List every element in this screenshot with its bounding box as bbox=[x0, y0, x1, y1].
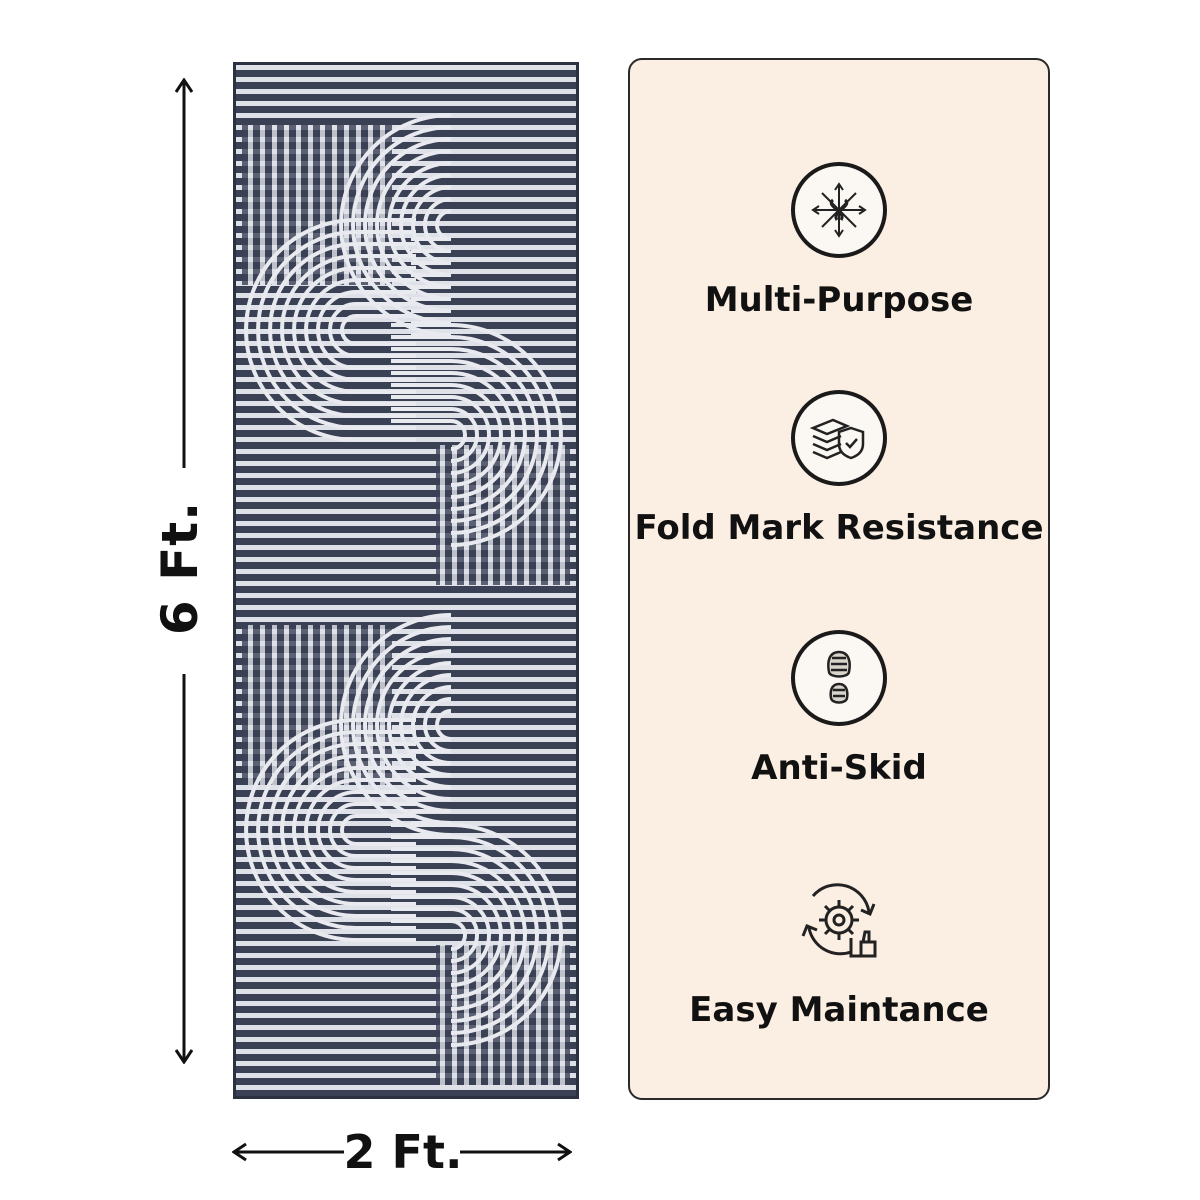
rug-arc-line bbox=[411, 209, 452, 241]
rug-arc-line bbox=[375, 649, 452, 801]
rug-arc-line bbox=[280, 254, 416, 406]
rug-arc-line bbox=[391, 419, 467, 451]
rug-arc-line bbox=[391, 835, 551, 1035]
rug-arc-line bbox=[411, 697, 452, 753]
rug-arc-line bbox=[363, 137, 452, 313]
height-arrow-bottom bbox=[174, 674, 194, 1064]
feature-label: Multi-Purpose bbox=[704, 280, 974, 320]
rug-arc-line bbox=[399, 673, 452, 777]
rug-arc-line bbox=[391, 359, 527, 511]
rug-arc-line bbox=[391, 871, 515, 999]
rug-product-image bbox=[233, 62, 579, 1099]
rug-arc-line bbox=[391, 907, 479, 963]
rug-arc-line bbox=[411, 197, 452, 253]
feature-easy-maintance: Easy Maintance bbox=[630, 872, 1048, 1030]
rug-arc-line bbox=[391, 407, 479, 463]
rug-arc-line bbox=[399, 173, 452, 277]
feature-label: Fold Mark Resistance bbox=[634, 508, 1044, 548]
rug-arc-line bbox=[387, 161, 452, 289]
rug-arc-line bbox=[363, 637, 452, 813]
rug-arc-line bbox=[292, 766, 416, 894]
rug-arc-line bbox=[244, 218, 416, 442]
height-dimension-label: 6 Ft. bbox=[151, 500, 209, 636]
rug-arc-line bbox=[387, 661, 452, 789]
rug-arc-line bbox=[391, 895, 491, 975]
feature-multi-purpose: Multi-Purpose bbox=[630, 162, 1048, 320]
rug-arc-line bbox=[304, 278, 416, 382]
rug-arc-line bbox=[256, 730, 416, 930]
rug-arc-line bbox=[268, 742, 416, 918]
rug-arc-line bbox=[340, 314, 416, 346]
feature-label: Easy Maintance bbox=[689, 990, 989, 1030]
rug-arc-line bbox=[328, 302, 416, 358]
rug-arc-line bbox=[411, 185, 452, 265]
rug-arc-line bbox=[391, 335, 551, 535]
rug-arc-line bbox=[256, 230, 416, 430]
rug-arc-line bbox=[411, 685, 452, 765]
feature-fold-mark-resistance: Fold Mark Resistance bbox=[630, 390, 1048, 548]
rug-arc-line bbox=[244, 718, 416, 942]
rug-arc-line bbox=[391, 823, 563, 1047]
rug-arc-line bbox=[328, 802, 416, 858]
rug-arc-line bbox=[391, 859, 527, 1011]
rug-arc-line bbox=[391, 883, 503, 987]
rug-arc-line bbox=[316, 790, 416, 870]
rug-arc-line bbox=[391, 383, 503, 487]
rug-arc-line bbox=[391, 919, 467, 951]
rug-arc-line bbox=[411, 709, 452, 741]
rug-arc-line bbox=[304, 778, 416, 882]
shoe-sole-icon bbox=[791, 630, 887, 726]
rug-arc-line bbox=[391, 347, 539, 523]
rug-arc-line bbox=[316, 290, 416, 370]
width-arrow-right bbox=[460, 1142, 572, 1162]
multi-purpose-arrows-icon bbox=[791, 162, 887, 258]
rug-arc-line bbox=[391, 371, 515, 499]
width-dimension-label: 2 Ft. bbox=[343, 1125, 463, 1179]
layers-shield-icon bbox=[791, 390, 887, 486]
height-arrow-top bbox=[174, 78, 194, 468]
rug-arc-line bbox=[268, 242, 416, 418]
rug-arc-line bbox=[391, 395, 491, 475]
features-panel: Multi-Purpose Fold Mark Resistance Anti-… bbox=[628, 58, 1050, 1100]
feature-label: Anti-Skid bbox=[751, 748, 927, 788]
rug-arc-line bbox=[375, 149, 452, 301]
rug-arc-line bbox=[280, 754, 416, 906]
rug-arc-line bbox=[391, 323, 563, 547]
width-arrow-left bbox=[232, 1142, 344, 1162]
rug-arc-line bbox=[292, 266, 416, 394]
rug-arc-line bbox=[340, 814, 416, 846]
feature-anti-skid: Anti-Skid bbox=[630, 630, 1048, 788]
rug-arc-line bbox=[391, 847, 539, 1023]
gear-cycle-thumbs-up-icon bbox=[791, 872, 887, 968]
